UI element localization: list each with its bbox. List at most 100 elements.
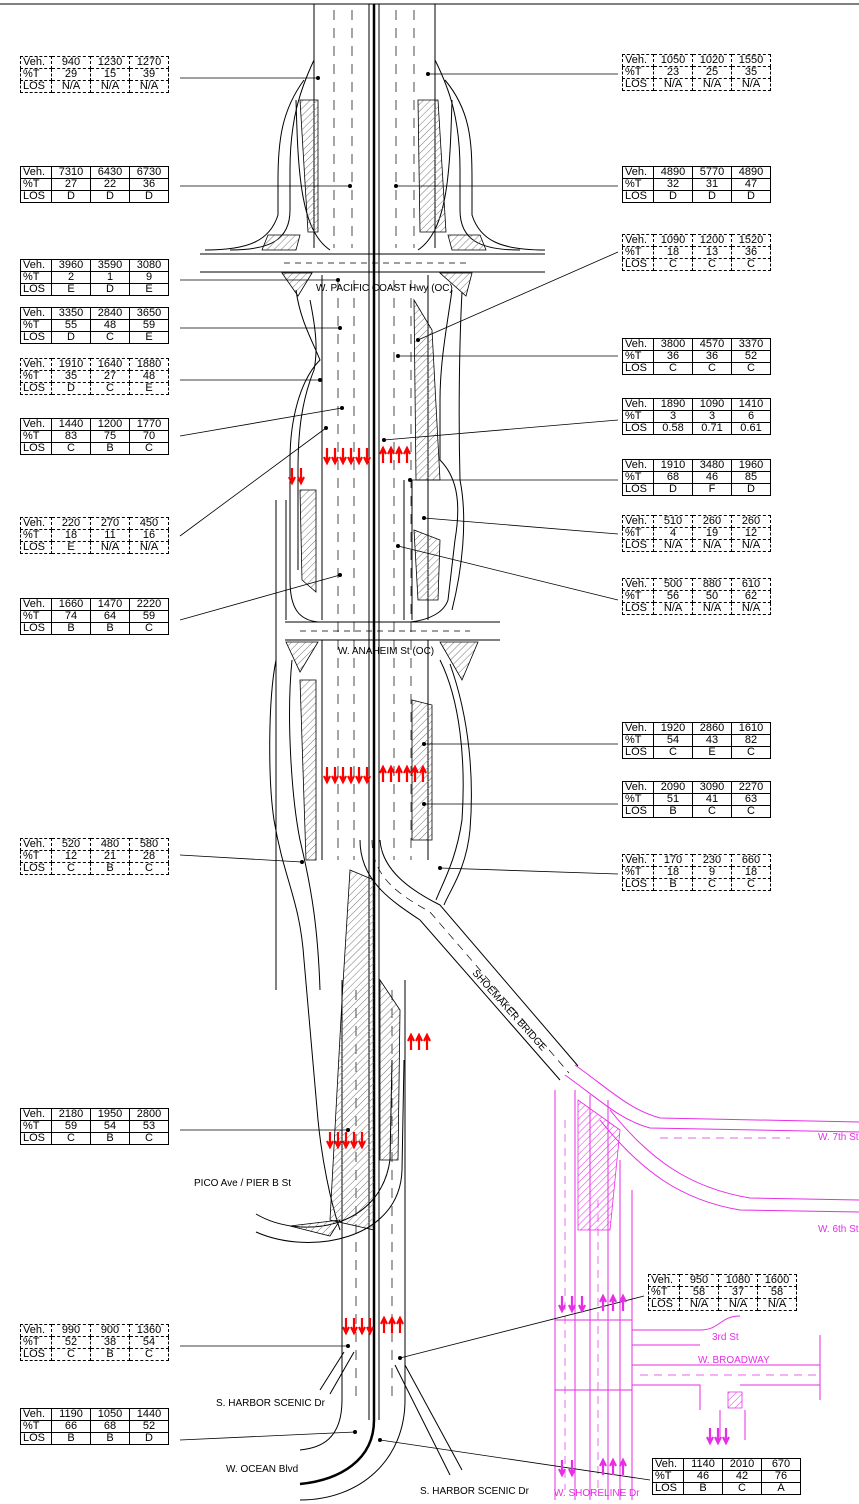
los-value: N/A [692,78,732,91]
truck-pct: 21 [90,850,130,863]
truck-pct: 29 [51,68,91,81]
arrow-up-icon [407,1032,415,1050]
row-header-pt: %T [20,1420,52,1433]
row-header-veh: Veh. [622,166,654,179]
arrow-down-icon [339,448,347,466]
los-value: B [683,1482,723,1495]
gore-hatch [261,234,301,251]
los-value: D [90,283,130,296]
los-value: C [653,746,693,759]
los-value: E [51,283,91,296]
los-value: D [51,331,91,344]
row-header-pt: %T [622,246,654,259]
truck-pct: 12 [731,527,771,540]
veh-value: 1190 [51,1408,91,1421]
arrow-up-icon [403,764,411,782]
los-value: B [653,878,693,891]
veh-value: 1610 [731,722,771,735]
los-value: B [90,1132,130,1145]
veh-value: 3650 [129,307,169,320]
veh-value: 1080 [718,1274,758,1287]
los-value: B [51,622,91,635]
truck-pct: 18 [653,246,693,259]
bottom-roads [299,1351,463,1501]
row-header-veh: Veh. [622,722,654,735]
truck-pct: 59 [129,610,169,623]
truck-pct: 27 [51,178,91,191]
los-value: C [129,1132,169,1145]
truck-pct: 48 [129,370,169,383]
arrow-up-icon [599,1457,607,1475]
gore-hatch [379,978,401,1161]
label-broadway: W. BROADWAY [698,1355,770,1366]
los-value: F [692,483,732,496]
los-value: N/A [129,80,169,93]
veh-value: 2220 [129,598,169,611]
arrow-down-icon [288,468,296,486]
arrow-up-icon [619,1457,627,1475]
gore-hatch [299,489,317,593]
veh-value: 1880 [129,358,169,371]
los-value: C [129,1348,169,1361]
veh-value: 3350 [51,307,91,320]
row-header-pt: %T [622,590,654,603]
truck-pct: 2 [51,271,91,284]
veh-value: 900 [90,1324,130,1337]
truck-pct: 75 [90,430,130,443]
arrow-up-icon [395,764,403,782]
los-value: N/A [757,1298,797,1311]
row-header-los: LOS [648,1298,680,1311]
row-header-veh: Veh. [20,307,52,320]
arrow-down-icon [355,448,363,466]
arrow-down-icon [334,1132,342,1150]
veh-value: 950 [679,1274,719,1287]
los-value: C [692,878,732,891]
los-value: N/A [692,539,732,552]
truck-pct: 36 [692,350,732,363]
veh-value: 260 [731,515,771,528]
label-harbor-2: S. HARBOR SCENIC Dr [420,1486,529,1497]
row-header-pt: %T [622,410,654,423]
los-value: B [90,862,130,875]
truck-pct: 38 [90,1336,130,1349]
label-7th: W. 7th St [818,1132,859,1143]
truck-pct: 62 [731,590,771,603]
row-header-los: LOS [652,1482,684,1495]
row-header-pt: %T [622,178,654,191]
row-header-pt: %T [20,68,52,81]
veh-value: 1770 [129,418,169,431]
veh-value: 1600 [757,1274,797,1287]
los-value: C [692,805,732,818]
arrow-down-icon [366,1318,374,1336]
veh-value: 660 [731,854,771,867]
veh-value: 2010 [722,1458,762,1471]
arrow-up-icon [419,764,427,782]
row-header-pt: %T [20,529,52,542]
truck-pct: 32 [653,178,693,191]
gore-hatch [299,679,317,861]
truck-pct: 66 [51,1420,91,1433]
arrow-up-icon [619,1293,627,1311]
truck-pct: 11 [90,529,130,542]
row-header-veh: Veh. [20,166,52,179]
truck-pct: 76 [761,1470,801,1483]
truck-pct: 53 [129,1120,169,1133]
truck-pct: 52 [51,1336,91,1349]
los-value: N/A [653,539,693,552]
row-header-pt: %T [20,319,52,332]
veh-value: 480 [90,838,130,851]
row-header-veh: Veh. [20,259,52,272]
arrow-down-icon [558,1460,566,1478]
arrow-down-icon [363,767,371,785]
veh-value: 1470 [90,598,130,611]
label-harbor-1: S. HARBOR SCENIC Dr [216,1398,325,1409]
row-header-veh: Veh. [20,838,52,851]
label-pico: PICO Ave / PIER B St [194,1178,292,1189]
